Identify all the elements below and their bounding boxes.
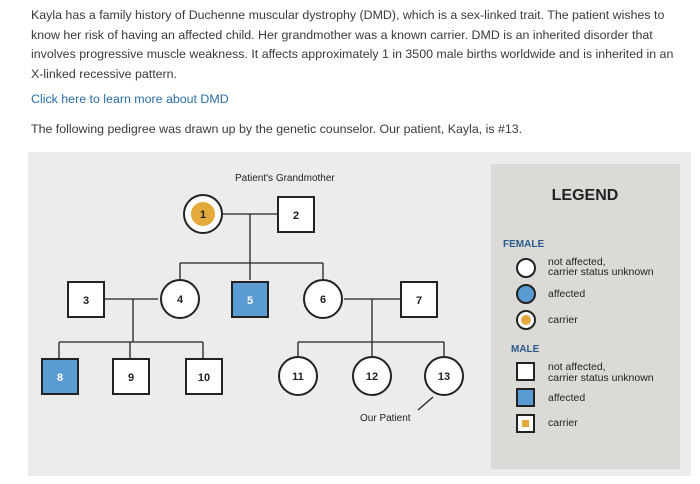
- legend-male-unaffected-label-1: not affected,: [548, 361, 606, 373]
- legend-female-unaffected-icon: [516, 258, 536, 278]
- individual-13-number: 13: [438, 371, 450, 383]
- legend-female-unaffected-label-2: carrier status unknown: [548, 266, 654, 278]
- individual-9-number: 9: [128, 372, 134, 384]
- carrier-dot: [191, 202, 215, 226]
- individual-13-female-patient: [424, 356, 464, 396]
- intro-paragraph: Kayla has a family history of Duchenne m…: [31, 8, 674, 81]
- individual-7-male: [400, 281, 438, 318]
- individual-4-female: [160, 279, 200, 319]
- individual-12-female: [352, 356, 392, 396]
- individual-4-number: 4: [177, 294, 184, 306]
- legend-female-affected-label: affected: [548, 288, 585, 300]
- individual-1-number: 1: [200, 209, 206, 221]
- individual-11-number: 11: [292, 371, 304, 383]
- individual-8-number: 8: [57, 372, 63, 384]
- individual-10-male: [185, 358, 223, 395]
- individual-3-male: [67, 281, 105, 318]
- legend-male-carrier-label: carrier: [548, 417, 578, 429]
- individual-2-male: [277, 196, 315, 233]
- legend-female-carrier-label: carrier: [548, 314, 578, 326]
- individual-6-number: 6: [320, 294, 326, 306]
- legend-male-unaffected-label-2: carrier status unknown: [548, 372, 654, 384]
- legend-male-carrier-dot: [522, 420, 529, 427]
- legend-male-affected-icon: [516, 388, 535, 407]
- individual-9-male: [112, 358, 150, 395]
- legend-male-unaffected-icon: [516, 362, 535, 381]
- individual-2-number: 2: [293, 210, 299, 222]
- legend-female-affected-icon: [516, 284, 536, 304]
- legend-title: LEGEND: [552, 187, 619, 204]
- individual-8-male-affected: [41, 358, 79, 395]
- individual-3-number: 3: [83, 295, 89, 307]
- individual-12-number: 12: [366, 371, 378, 383]
- learn-more-link[interactable]: Click here to learn more about DMD: [31, 92, 229, 106]
- legend-male-heading: MALE: [511, 344, 540, 355]
- legend-male-affected-label: affected: [548, 392, 585, 404]
- legend-female-unaffected-label-1: not affected,: [548, 256, 606, 268]
- pedigree-caption: The following pedigree was drawn up by t…: [31, 122, 523, 136]
- individual-5-male-affected: [231, 281, 269, 318]
- individual-7-number: 7: [416, 295, 422, 307]
- legend-female-heading: FEMALE: [503, 239, 544, 250]
- grandmother-label: Patient's Grandmother: [235, 173, 335, 184]
- individual-10-number: 10: [198, 372, 210, 384]
- patient-label: Our Patient: [360, 413, 411, 424]
- individual-11-female: [278, 356, 318, 396]
- individual-6-female: [303, 279, 343, 319]
- pedigree-lines: [58, 213, 445, 411]
- individual-5-number: 5: [247, 295, 253, 307]
- legend-female-carrier-dot: [521, 315, 531, 325]
